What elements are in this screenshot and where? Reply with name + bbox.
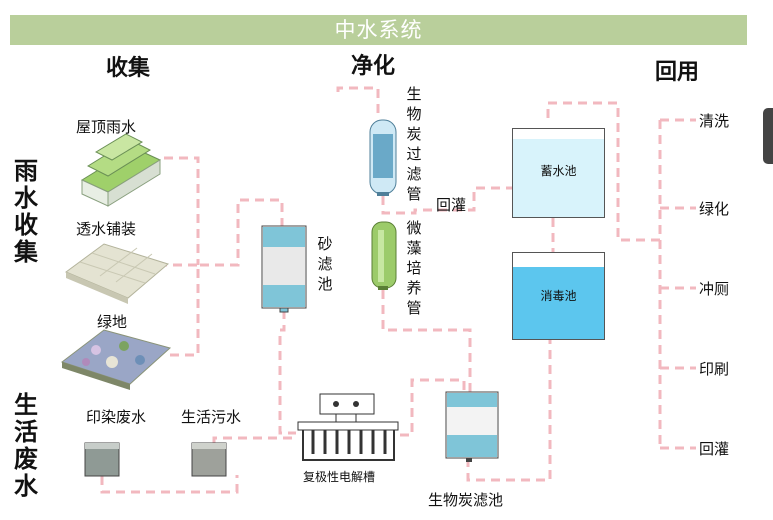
reuse-greening: 绿化 (699, 200, 730, 218)
dye-wastewater-container (84, 442, 120, 477)
sand-filter-label: 砂滤池 (317, 235, 333, 293)
bio-carbon-pool-illustration (445, 391, 499, 462)
source-label-roof: 屋顶雨水 (76, 118, 137, 136)
domestic-sewage-container (191, 442, 227, 477)
microalgae-tube-illustration (371, 221, 397, 290)
header-purify: 净化 (351, 54, 396, 79)
title-banner: 中水系统 (10, 15, 747, 45)
reuse-printing: 印刷 (699, 360, 730, 378)
header-reuse: 回用 (655, 60, 700, 85)
disinfection-tank: 消毒池 (512, 252, 605, 340)
electrolysis-cell-illustration (297, 393, 399, 461)
header-collect: 收集 (106, 56, 151, 81)
sand-filter-vessel (261, 225, 307, 313)
diagram-title: 中水系统 (334, 18, 423, 42)
storage-tank-label: 蓄水池 (540, 164, 577, 178)
storage-tank: 蓄水池 (512, 128, 605, 218)
storage-tank-water (513, 139, 604, 217)
permeable-paving-illustration (64, 243, 170, 304)
source-label-dye: 印染废水 (86, 408, 147, 426)
bio-carbon-tube-label: 生物炭过滤管 (406, 85, 422, 203)
disinfection-tank-water (513, 267, 604, 339)
source-label-green: 绿地 (97, 313, 128, 331)
reuse-irrigation: 回灌 (699, 440, 730, 458)
irrigation-back-label: 回灌 (436, 196, 467, 214)
reuse-toilet: 冲厕 (699, 280, 730, 298)
side-panel-tab[interactable] (763, 108, 773, 164)
side-label-rain: 雨水收集 (14, 157, 38, 266)
electrolysis-label: 复极性电解槽 (303, 470, 376, 484)
green-land-illustration (60, 329, 172, 390)
bio-carbon-pool-label: 生物炭滤池 (428, 491, 504, 509)
source-label-domestic: 生活污水 (181, 408, 242, 426)
side-label-waste: 生活废水 (14, 391, 38, 500)
reuse-cleaning: 清洗 (699, 112, 730, 130)
bio-carbon-tube-illustration (369, 119, 397, 196)
pipe-network (100, 86, 696, 494)
roof-building-illustration (80, 133, 162, 207)
disinfection-tank-label: 消毒池 (540, 289, 577, 303)
algae-tube-label: 微藻培养管 (406, 219, 422, 317)
source-label-permeable: 透水铺装 (76, 220, 137, 238)
